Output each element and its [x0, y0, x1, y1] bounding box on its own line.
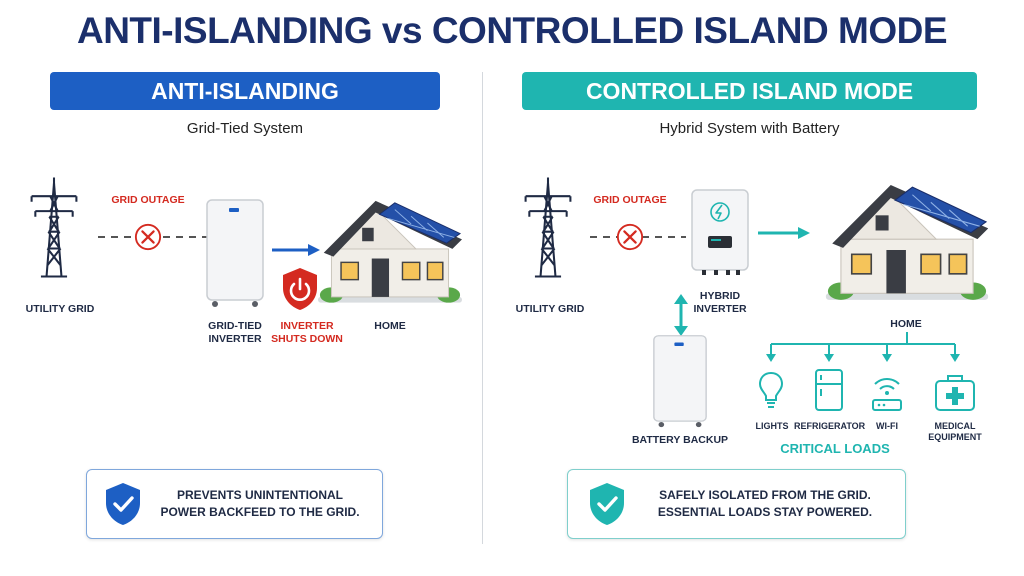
load-lights-label: LIGHTS [755, 421, 789, 431]
left-utility-grid-label: UTILITY GRID [25, 303, 95, 315]
right-summary-line-2: ESSENTIAL LOADS STAY POWERED. [657, 505, 873, 519]
lights-bulb-icon [758, 371, 784, 408]
grid-tied-inverter-label-2: INVERTER [208, 333, 262, 345]
right-home-icon [812, 172, 1002, 302]
medical-kit-icon [935, 375, 975, 411]
left-home-icon [318, 188, 462, 306]
utility-grid-tower-icon [26, 172, 82, 282]
hybrid-inverter-label-2: INVERTER [693, 303, 747, 315]
left-summary-line-2: POWER BACKFEED TO THE GRID. [160, 505, 360, 519]
left-arrow-to-home [272, 244, 320, 256]
hybrid-inverter-icon [691, 189, 749, 275]
anti-islanding-banner: ANTI-ISLANDING [50, 72, 440, 110]
wifi-router-icon [872, 378, 902, 411]
grid-tied-inverter-label-1: GRID-TIED [208, 320, 262, 332]
left-shield-check-icon [103, 481, 143, 527]
left-subtitle: Grid-Tied System [186, 120, 304, 137]
left-home-label: HOME [374, 320, 406, 332]
load-medical-label-1: MEDICAL [934, 421, 976, 431]
critical-loads-label: CRITICAL LOADS [780, 441, 890, 456]
section-divider [482, 72, 483, 544]
inverter-shutdown-power-icon [283, 268, 317, 310]
hybrid-inverter-label-1: HYBRID [699, 290, 741, 302]
left-outage-x-icon [134, 223, 162, 251]
right-home-label: HOME [890, 318, 922, 330]
load-wifi-label: WI-FI [876, 421, 898, 431]
right-shield-check-icon [587, 481, 627, 527]
inverter-shuts-down-label-2: SHUTS DOWN [271, 333, 343, 345]
left-grid-outage-label: GRID OUTAGE [111, 194, 185, 206]
inverter-shuts-down-label-1: INVERTER [280, 320, 334, 332]
controlled-island-banner: CONTROLLED ISLAND MODE [522, 72, 977, 110]
left-summary-line-1: PREVENTS UNINTENTIONAL [176, 488, 343, 502]
load-refrigerator-label: REFRIGERATOR [794, 421, 866, 431]
inverter-battery-arrow [674, 294, 688, 336]
refrigerator-icon [815, 369, 843, 411]
right-arrow-to-home [758, 227, 810, 239]
critical-loads-tree-lines [766, 332, 960, 362]
right-outage-x-icon [616, 223, 644, 251]
right-grid-outage-label: GRID OUTAGE [593, 194, 667, 206]
right-utility-grid-tower-icon [520, 172, 576, 282]
page-title: ANTI-ISLANDING vs CONTROLLED ISLAND MODE [76, 10, 948, 51]
right-summary-line-1: SAFELY ISOLATED FROM THE GRID. [659, 488, 871, 502]
grid-tied-inverter-icon [205, 196, 265, 310]
battery-backup-icon [652, 334, 708, 428]
right-subtitle: Hybrid System with Battery [659, 120, 840, 137]
battery-backup-label: BATTERY BACKUP [631, 434, 729, 446]
right-utility-grid-label: UTILITY GRID [515, 303, 585, 315]
right-grid-dashed-line [590, 236, 686, 238]
load-medical-label-2: EQUIPMENT [928, 432, 982, 442]
